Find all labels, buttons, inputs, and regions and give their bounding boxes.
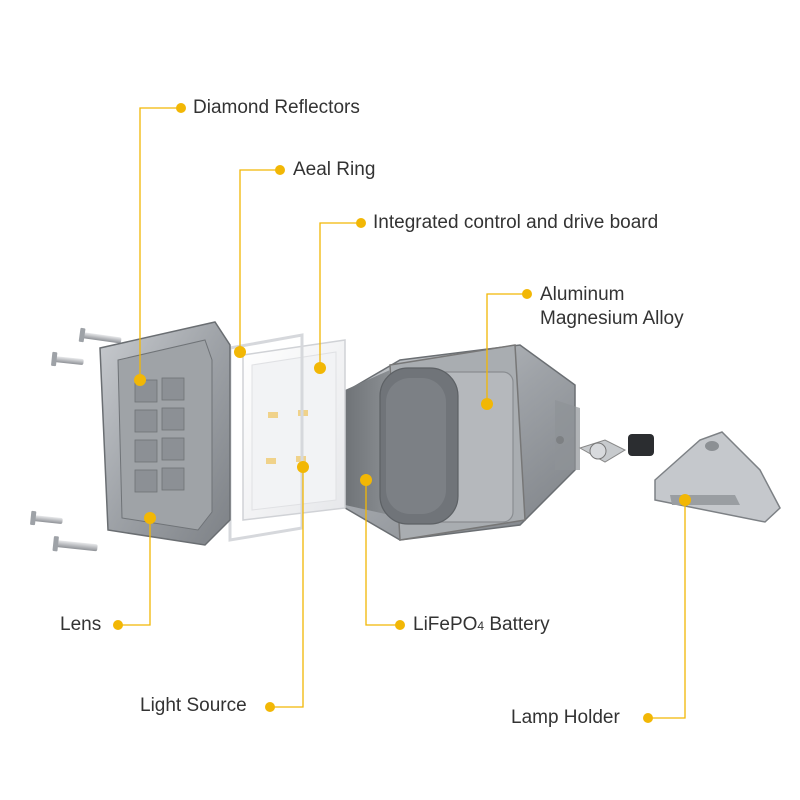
label-battery-main: LiFePO bbox=[413, 614, 478, 635]
callout-dots bbox=[113, 103, 691, 723]
diamond-reflector-grid bbox=[134, 377, 185, 493]
label-control-board: Integrated control and drive board bbox=[373, 212, 659, 233]
label-light-source: Light Source bbox=[140, 695, 247, 716]
leader-lines bbox=[118, 107, 686, 719]
label-battery-sub: 4 bbox=[477, 619, 485, 633]
label-alloy-line2: Magnesium Alloy bbox=[540, 308, 684, 329]
screw-icon bbox=[30, 510, 63, 526]
label-lamp-holder: Lamp Holder bbox=[511, 707, 620, 728]
screw-icon bbox=[78, 327, 122, 344]
light-source-panel bbox=[242, 339, 346, 521]
label-lens: Lens bbox=[60, 614, 102, 635]
label-battery: LiFePO4 Battery bbox=[413, 614, 550, 637]
battery-pack bbox=[345, 367, 459, 525]
label-battery-tail: Battery bbox=[484, 614, 550, 635]
lens-frame bbox=[99, 321, 231, 546]
label-alloy-line1: Aluminum bbox=[540, 284, 625, 305]
label-diamond-reflectors: Diamond Reflectors bbox=[193, 97, 360, 118]
lamp-holder-bracket bbox=[578, 431, 781, 523]
screw-icon bbox=[52, 536, 98, 552]
screw-icon bbox=[51, 351, 84, 367]
label-aeal-ring: Aeal Ring bbox=[293, 159, 376, 180]
label-alloy: Aluminum Magnesium Alloy bbox=[540, 283, 684, 331]
